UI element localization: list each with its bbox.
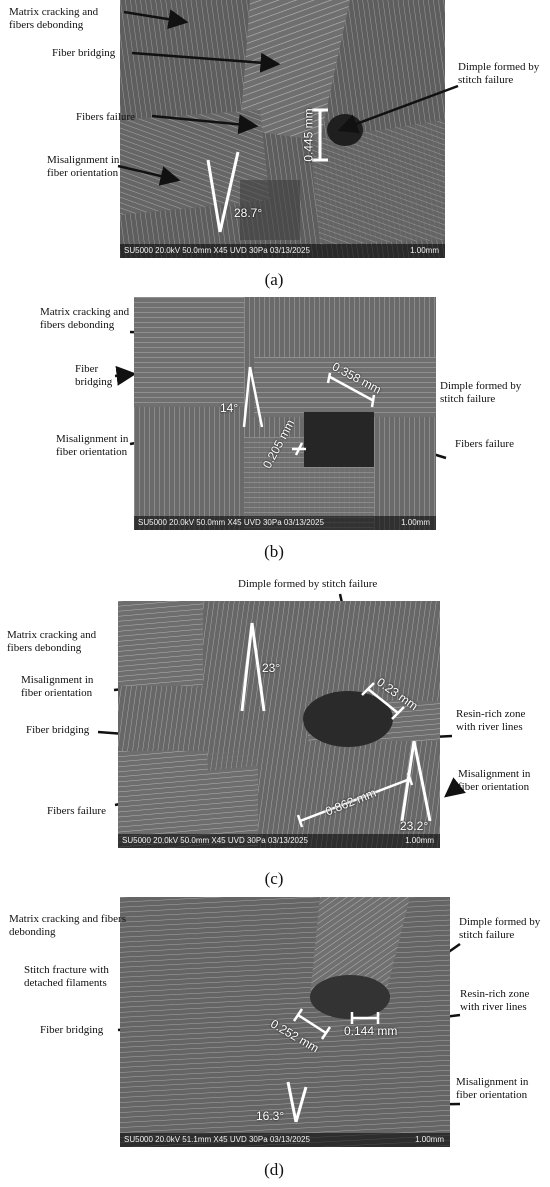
sem-image-d: 0.252 mm 0.144 mm 16.3° SU5000 20.0kV 51…: [120, 897, 450, 1147]
sem-info-bar-c: SU5000 20.0kV 50.0mm X45 UVD 30Pa 03/13/…: [118, 834, 440, 848]
measure-label-b-2: 14°: [220, 401, 239, 415]
annotation-a-0: Matrix cracking and fibers debonding: [9, 6, 99, 31]
caption-c: (c): [264, 869, 284, 888]
annotation-d-3: Dimple formed by stitch failure: [459, 916, 541, 941]
caption-a: (a): [264, 270, 284, 289]
annotation-a-2: Fibers failure: [76, 111, 135, 123]
annotation-b-2: Misalignment in fiber orientation: [56, 433, 129, 458]
measure-label-a-1: 28.7°: [234, 206, 263, 220]
measure-label-d-1: 0.144 mm: [344, 1024, 398, 1038]
annotation-d-4: Resin-rich zone with river lines: [460, 988, 530, 1013]
scale-label-c: 1.00mm: [405, 836, 434, 845]
measure-label-a-0: 0.445 mm: [301, 108, 316, 162]
annotation-d-1: Stitch fracture with detached filaments: [24, 964, 109, 989]
sem-info-a: SU5000 20.0kV 50.0mm X45 UVD 30Pa 03/13/…: [124, 246, 310, 255]
measure-label-d-2: 16.3°: [256, 1109, 285, 1123]
annotation-a-4: Dimple formed by stitch failure: [458, 61, 540, 86]
sem-info-d: SU5000 20.0kV 51.1mm X45 UVD 30Pa 03/13/…: [124, 1135, 310, 1144]
sem-info-bar-a: SU5000 20.0kV 50.0mm X45 UVD 30Pa 03/13/…: [120, 244, 445, 258]
sem-info-b: SU5000 20.0kV 50.0mm X45 UVD 30Pa 03/13/…: [138, 518, 324, 527]
measure-label-c-3: 23.2°: [400, 819, 429, 833]
annotation-c-3: Fiber bridging: [26, 724, 90, 736]
caption-b: (b): [264, 542, 284, 561]
annotation-d-0: Matrix cracking and fibers debonding: [9, 913, 126, 938]
scale-label-d: 1.00mm: [415, 1135, 444, 1144]
annotation-b-3: Dimple formed by stitch failure: [440, 380, 522, 405]
annotation-b-0: Matrix cracking and fibers debonding: [40, 306, 130, 331]
annotation-a-1: Fiber bridging: [52, 47, 116, 59]
sem-info-c: SU5000 20.0kV 50.0mm X45 UVD 30Pa 03/13/…: [122, 836, 308, 845]
annotation-b-1: Fiber bridging: [75, 363, 113, 388]
annotation-d-5: Misalignment in fiber orientation: [456, 1076, 529, 1101]
sem-info-bar-d: SU5000 20.0kV 51.1mm X45 UVD 30Pa 03/13/…: [120, 1133, 450, 1147]
sem-image-a: 0.445 mm 28.7° SU5000 20.0kV 50.0mm X45 …: [120, 0, 445, 258]
annotation-a-3: Misalignment in fiber orientation: [47, 154, 120, 179]
scale-label-a: 1.00mm: [410, 246, 439, 255]
annotation-c-4: Fibers failure: [47, 805, 106, 817]
sem-texture-a: [120, 0, 445, 258]
sem-info-bar-b: SU5000 20.0kV 50.0mm X45 UVD 30Pa 03/13/…: [134, 516, 436, 530]
sem-texture-b: [134, 297, 436, 530]
measure-label-c-0: 23°: [262, 661, 281, 675]
sem-image-b: 0.358 mm 0.205 mm 14° SU5000 20.0kV 50.0…: [134, 297, 436, 530]
annotation-c-2: Misalignment in fiber orientation: [21, 674, 94, 699]
caption-d: (d): [264, 1160, 284, 1179]
sem-image-c: 23° 0.23 mm 0.862 mm 23.2° SU5000 20.0kV…: [118, 601, 440, 848]
sem-texture-d: [120, 897, 450, 1147]
annotation-c-6: Misalignment in fiber orientation: [458, 768, 531, 793]
sem-texture-c: [118, 601, 440, 848]
annotation-c-5: Resin-rich zone with river lines: [456, 708, 526, 733]
annotation-c-1: Matrix cracking and fibers debonding: [7, 629, 97, 654]
annotation-c-0: Dimple formed by stitch failure: [238, 578, 378, 590]
scale-label-b: 1.00mm: [401, 518, 430, 527]
annotation-d-2: Fiber bridging: [40, 1024, 104, 1036]
annotation-b-4: Fibers failure: [455, 438, 514, 450]
